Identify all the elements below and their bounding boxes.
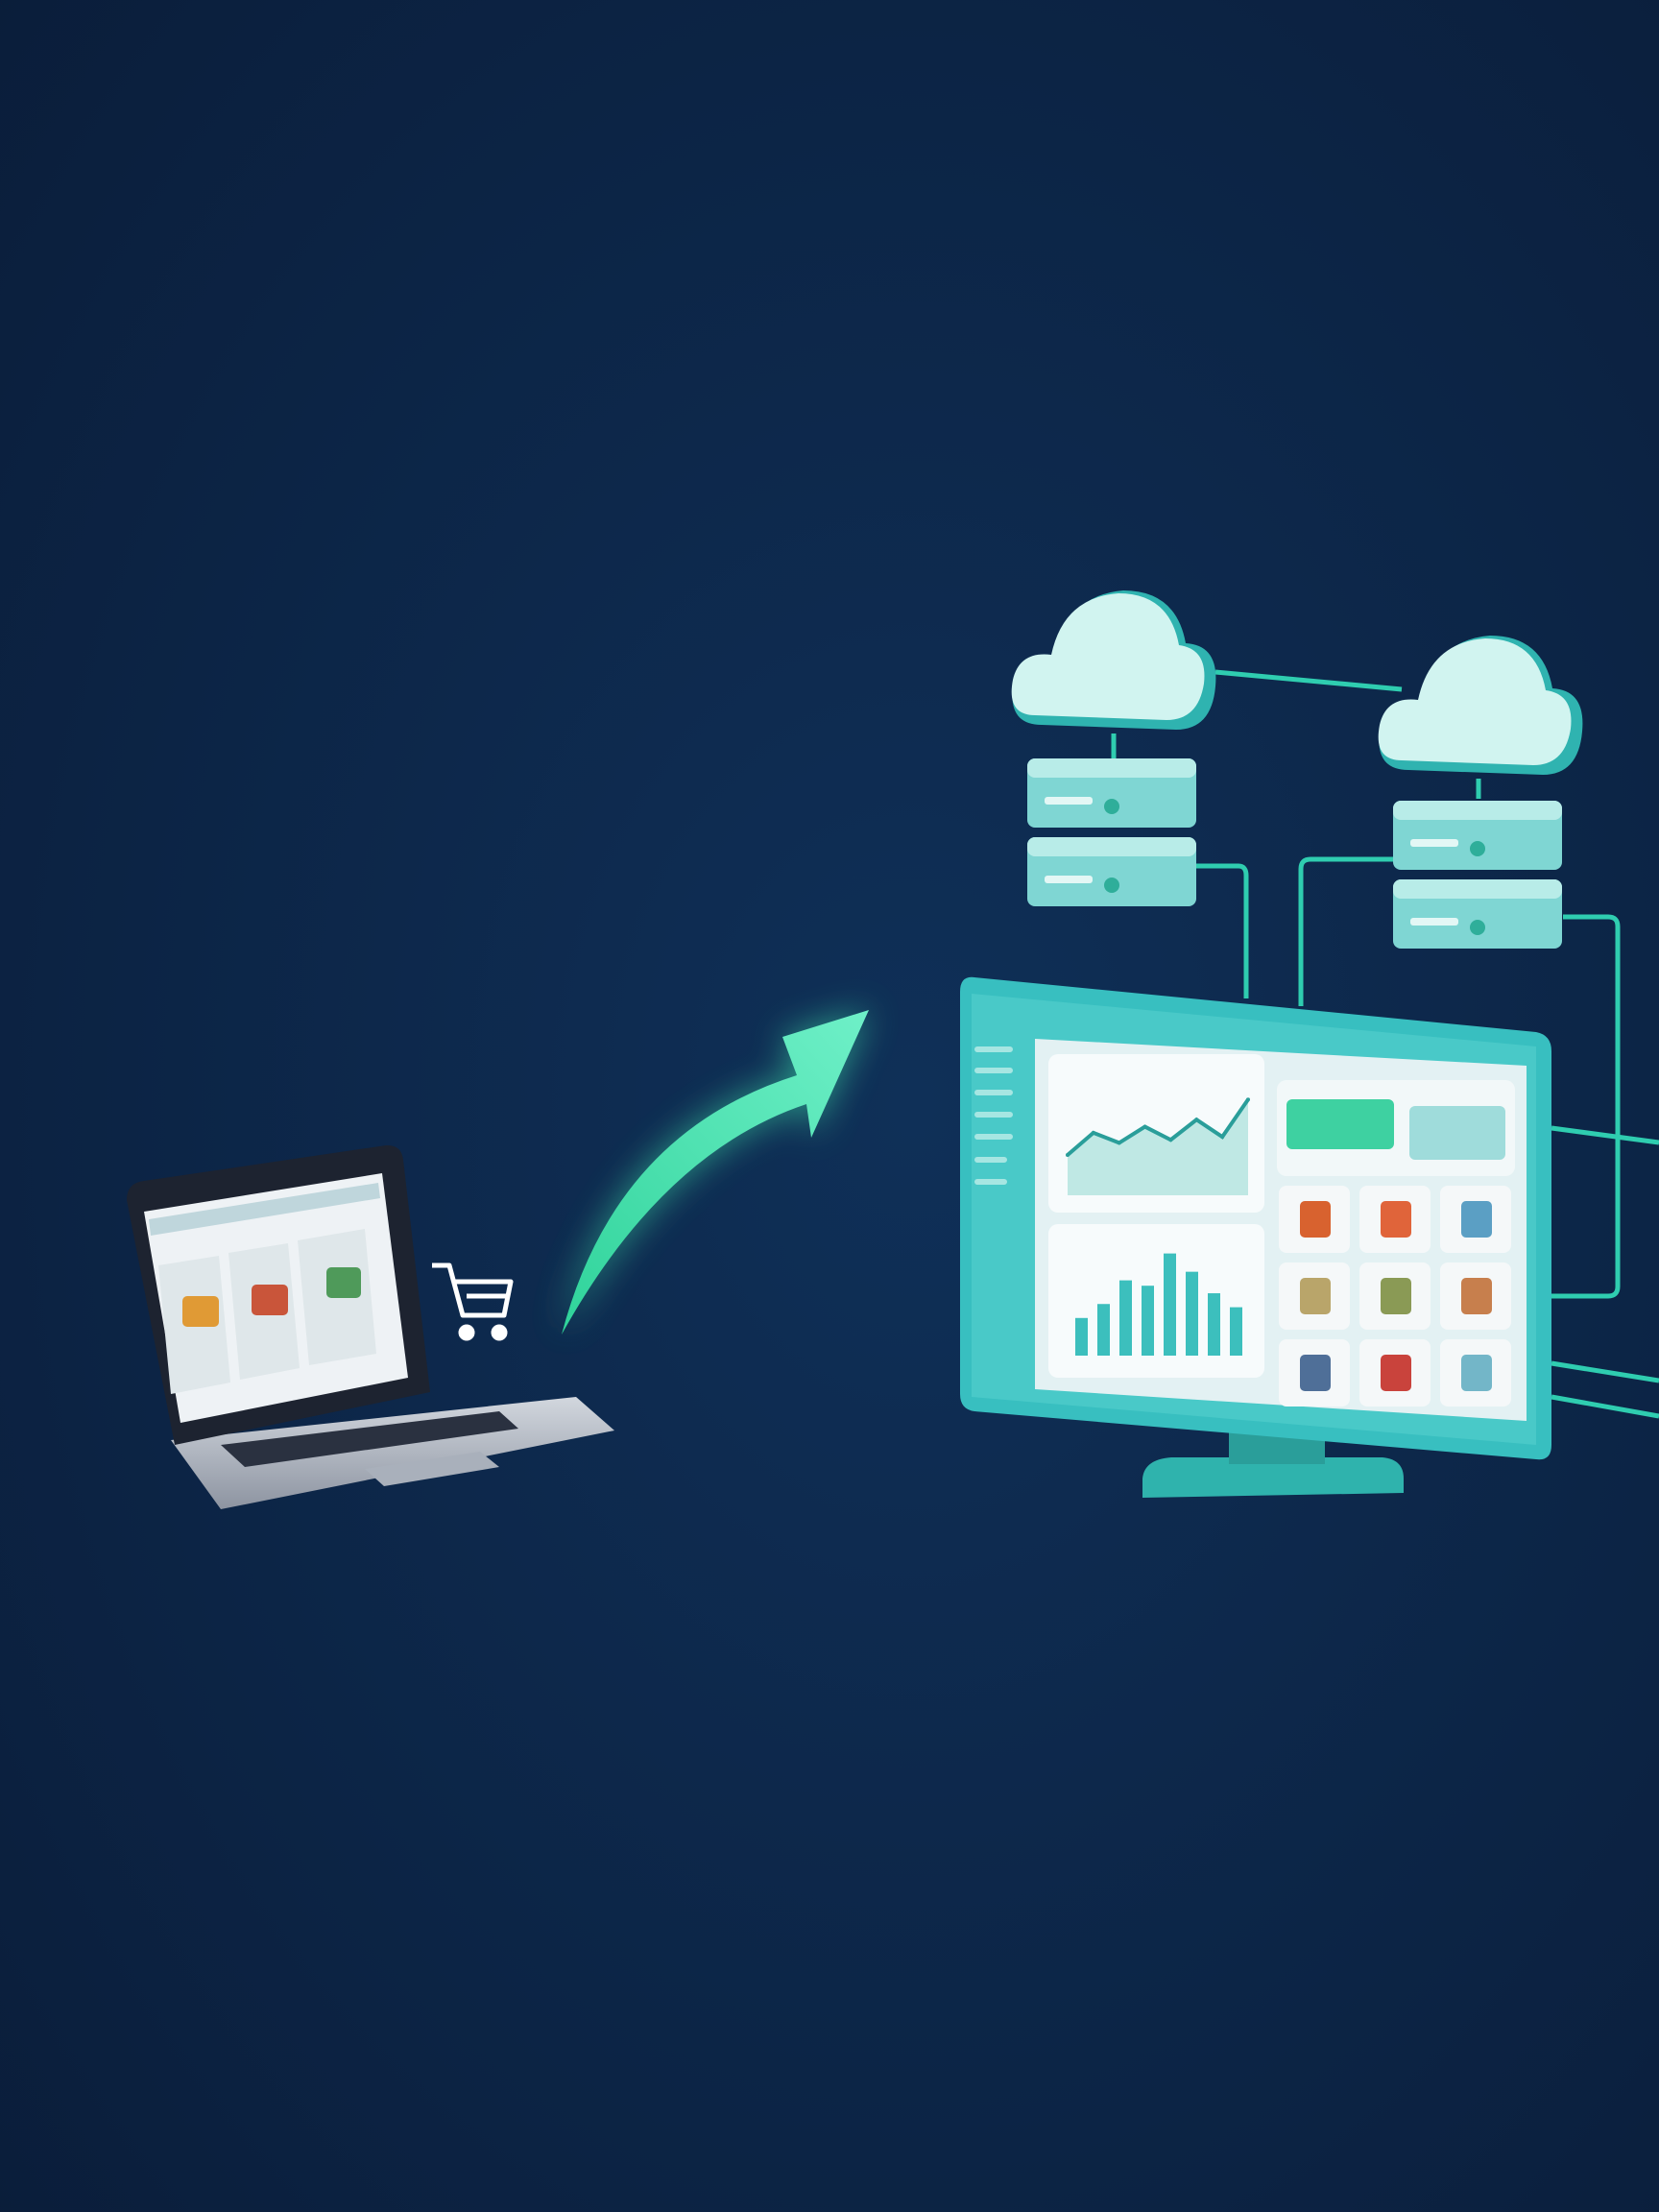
product-tile: [1279, 1339, 1350, 1407]
monitor-stand-base: [1142, 1457, 1404, 1498]
product-grid: [1279, 1186, 1511, 1407]
line-point: [1168, 1138, 1173, 1142]
product-image: [326, 1267, 361, 1298]
line-point: [1142, 1124, 1147, 1129]
bar: [1186, 1271, 1198, 1356]
line-point: [1091, 1130, 1095, 1135]
summary-card: [1409, 1106, 1505, 1160]
product-tile: [1440, 1186, 1511, 1253]
product-image: [1300, 1355, 1331, 1391]
product-tile: [1440, 1339, 1511, 1407]
bar: [1164, 1253, 1176, 1356]
laptop: [127, 1144, 614, 1509]
product-tile: [1279, 1186, 1350, 1253]
line-point: [1220, 1135, 1225, 1140]
server-icon: [1393, 801, 1562, 949]
line-point: [1117, 1141, 1121, 1145]
product-card: [158, 1256, 230, 1394]
line-point: [1194, 1118, 1199, 1122]
product-image: [252, 1285, 288, 1315]
product-image: [1381, 1201, 1411, 1238]
product-image: [1381, 1278, 1411, 1314]
product-tile: [1440, 1262, 1511, 1330]
keyboard: [221, 1411, 518, 1467]
line-chart: [1066, 1097, 1250, 1195]
product-tile: [1279, 1262, 1350, 1330]
product-image: [1461, 1278, 1492, 1314]
product-image: [1300, 1201, 1331, 1238]
monitor: [960, 976, 1551, 1498]
bar-chart: [1075, 1253, 1242, 1356]
summary-card: [1286, 1099, 1394, 1149]
product-card: [228, 1243, 300, 1380]
bar: [1230, 1307, 1242, 1356]
line-chart-series: [1066, 1098, 1250, 1157]
line-chart-area: [1068, 1099, 1248, 1195]
bar: [1119, 1280, 1132, 1356]
product-tile: [1359, 1186, 1431, 1253]
line-point: [1066, 1153, 1070, 1157]
product-card: [298, 1229, 376, 1365]
product-tile: [1359, 1262, 1431, 1330]
product-image: [1381, 1355, 1411, 1391]
bar: [1075, 1317, 1088, 1356]
product-image: [1461, 1355, 1492, 1391]
cloud-icon: [1011, 590, 1216, 730]
line-point: [1246, 1097, 1250, 1102]
network-lines: [1111, 669, 1659, 1419]
shopping-cart-icon: [432, 1262, 514, 1341]
bar: [1208, 1293, 1220, 1356]
sidebar: [974, 1046, 1013, 1185]
bar: [1142, 1286, 1154, 1356]
product-tile: [1359, 1339, 1431, 1407]
cloud-icon: [1378, 636, 1583, 775]
server-icon: [1027, 758, 1196, 906]
product-image: [182, 1296, 219, 1327]
product-image: [1461, 1201, 1492, 1238]
trackpad: [365, 1452, 499, 1486]
product-image: [1300, 1278, 1331, 1314]
curved-arrow-icon: [562, 1010, 869, 1334]
bar: [1097, 1304, 1110, 1356]
